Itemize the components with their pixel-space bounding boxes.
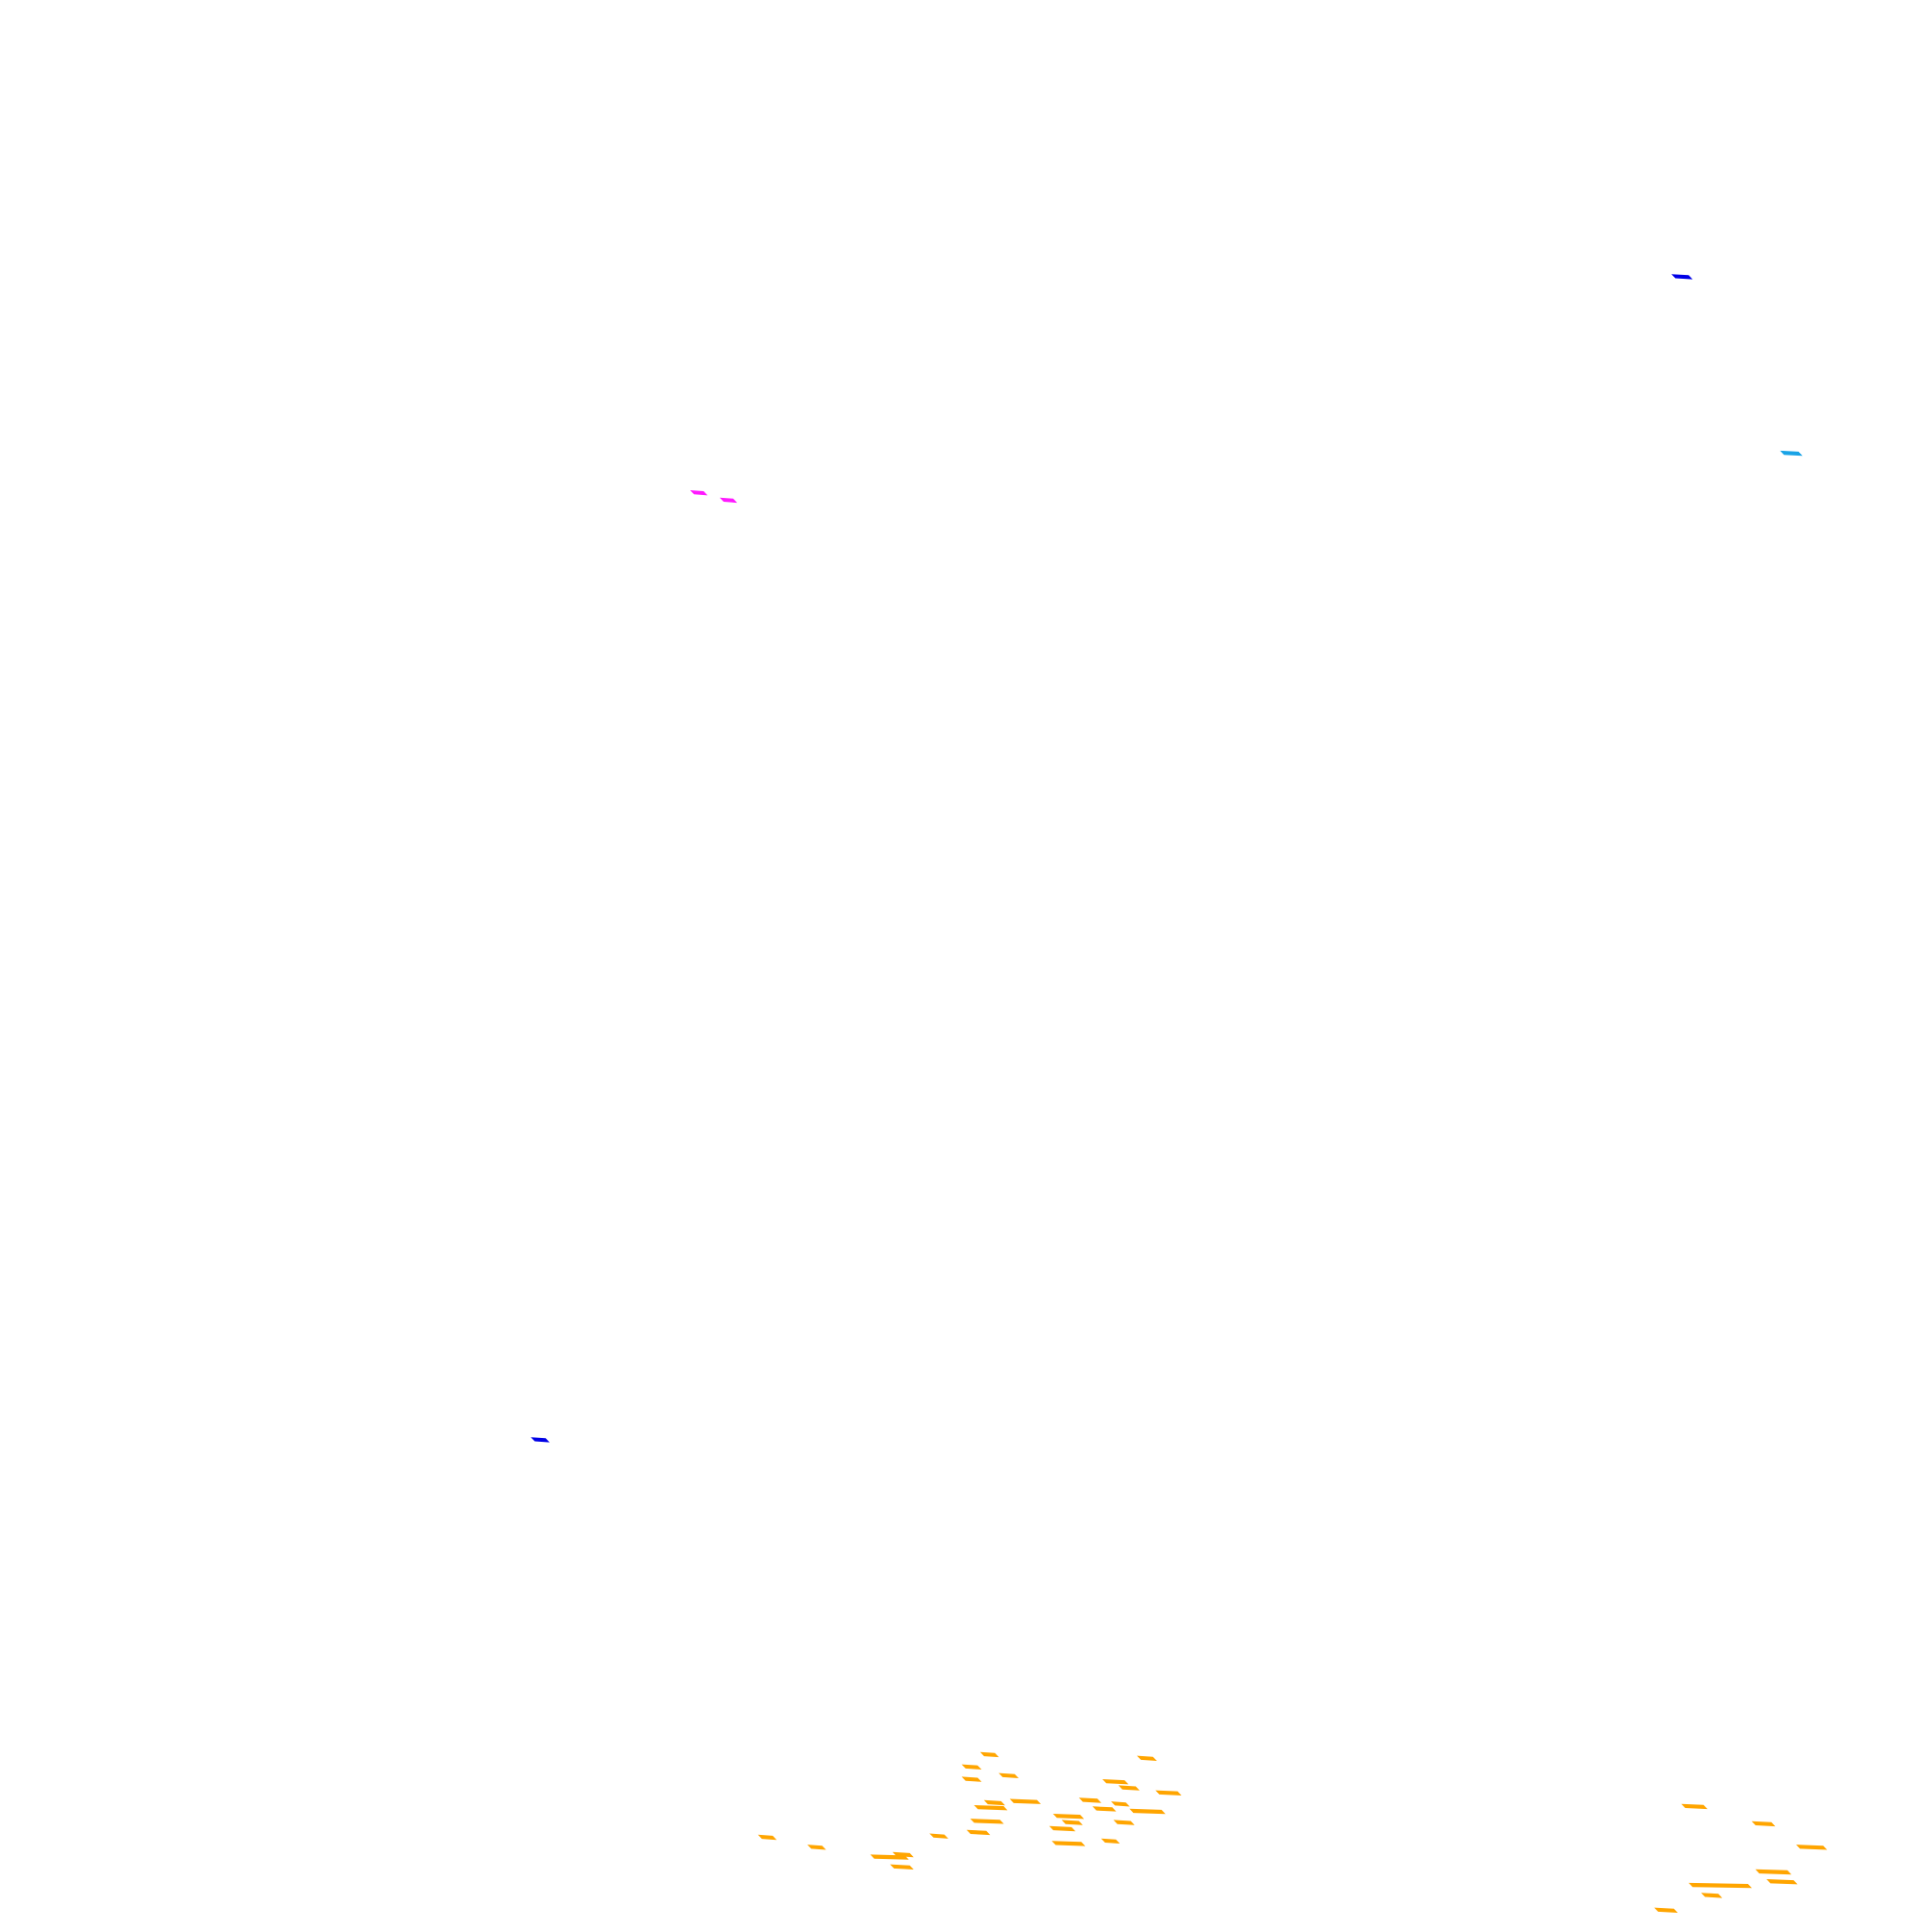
map-patch-blue bbox=[530, 1437, 550, 1443]
map-patch-orange bbox=[979, 1751, 999, 1758]
map-patch-orange bbox=[1051, 1841, 1086, 1846]
map-patch-orange bbox=[998, 1772, 1019, 1778]
map-patch-orange bbox=[1701, 1893, 1723, 1898]
map-patch-orange bbox=[1129, 1808, 1166, 1815]
map-layer-orange bbox=[757, 1751, 1828, 1913]
map-patch-magenta bbox=[690, 490, 708, 496]
map-patch-orange bbox=[966, 1829, 991, 1836]
map-layer-cyan bbox=[1780, 450, 1803, 457]
map-patch-orange bbox=[1061, 1820, 1083, 1825]
map-patch-orange bbox=[1052, 1814, 1085, 1820]
map-patch-orange bbox=[892, 1851, 914, 1858]
map-patch-orange bbox=[1681, 1803, 1708, 1810]
map-patch-magenta bbox=[719, 497, 738, 504]
map-patch-orange bbox=[1113, 1820, 1135, 1825]
map-patch-orange bbox=[1111, 1801, 1130, 1807]
map-patch-orange bbox=[1155, 1790, 1182, 1796]
map-patch-orange bbox=[1102, 1779, 1129, 1785]
map-patch-orange bbox=[1654, 1907, 1678, 1913]
map-patch-orange bbox=[973, 1805, 1008, 1811]
map-patch-orange bbox=[1751, 1821, 1776, 1827]
map-patch-orange bbox=[1796, 1845, 1828, 1850]
map-layer-blue bbox=[530, 274, 1693, 1443]
map-patch-orange bbox=[1048, 1825, 1076, 1832]
map-patch-orange bbox=[890, 1864, 914, 1870]
map-patch-orange bbox=[1092, 1806, 1117, 1812]
map-patch-cyan bbox=[1780, 450, 1803, 457]
map-patch-blue bbox=[1671, 274, 1693, 280]
map-layer-magenta bbox=[690, 490, 738, 504]
map-patch-orange bbox=[1755, 1869, 1792, 1875]
map-patch-orange bbox=[1118, 1785, 1140, 1791]
map-patch-orange bbox=[961, 1776, 982, 1782]
map-patch-orange bbox=[1688, 1882, 1752, 1889]
map-patch-orange bbox=[1137, 1755, 1157, 1761]
map-patch-orange bbox=[1009, 1798, 1042, 1804]
map-patch-orange bbox=[970, 1819, 1004, 1824]
map-patch-orange bbox=[929, 1833, 949, 1839]
map-patch-orange bbox=[983, 1799, 1005, 1806]
map-patch-orange bbox=[961, 1764, 982, 1770]
map-patch-orange bbox=[757, 1834, 777, 1841]
map-patch-orange bbox=[1766, 1879, 1798, 1885]
map-patch-orange bbox=[1100, 1838, 1121, 1844]
map-patch-orange bbox=[1078, 1797, 1102, 1803]
map-patch-orange bbox=[807, 1845, 826, 1850]
